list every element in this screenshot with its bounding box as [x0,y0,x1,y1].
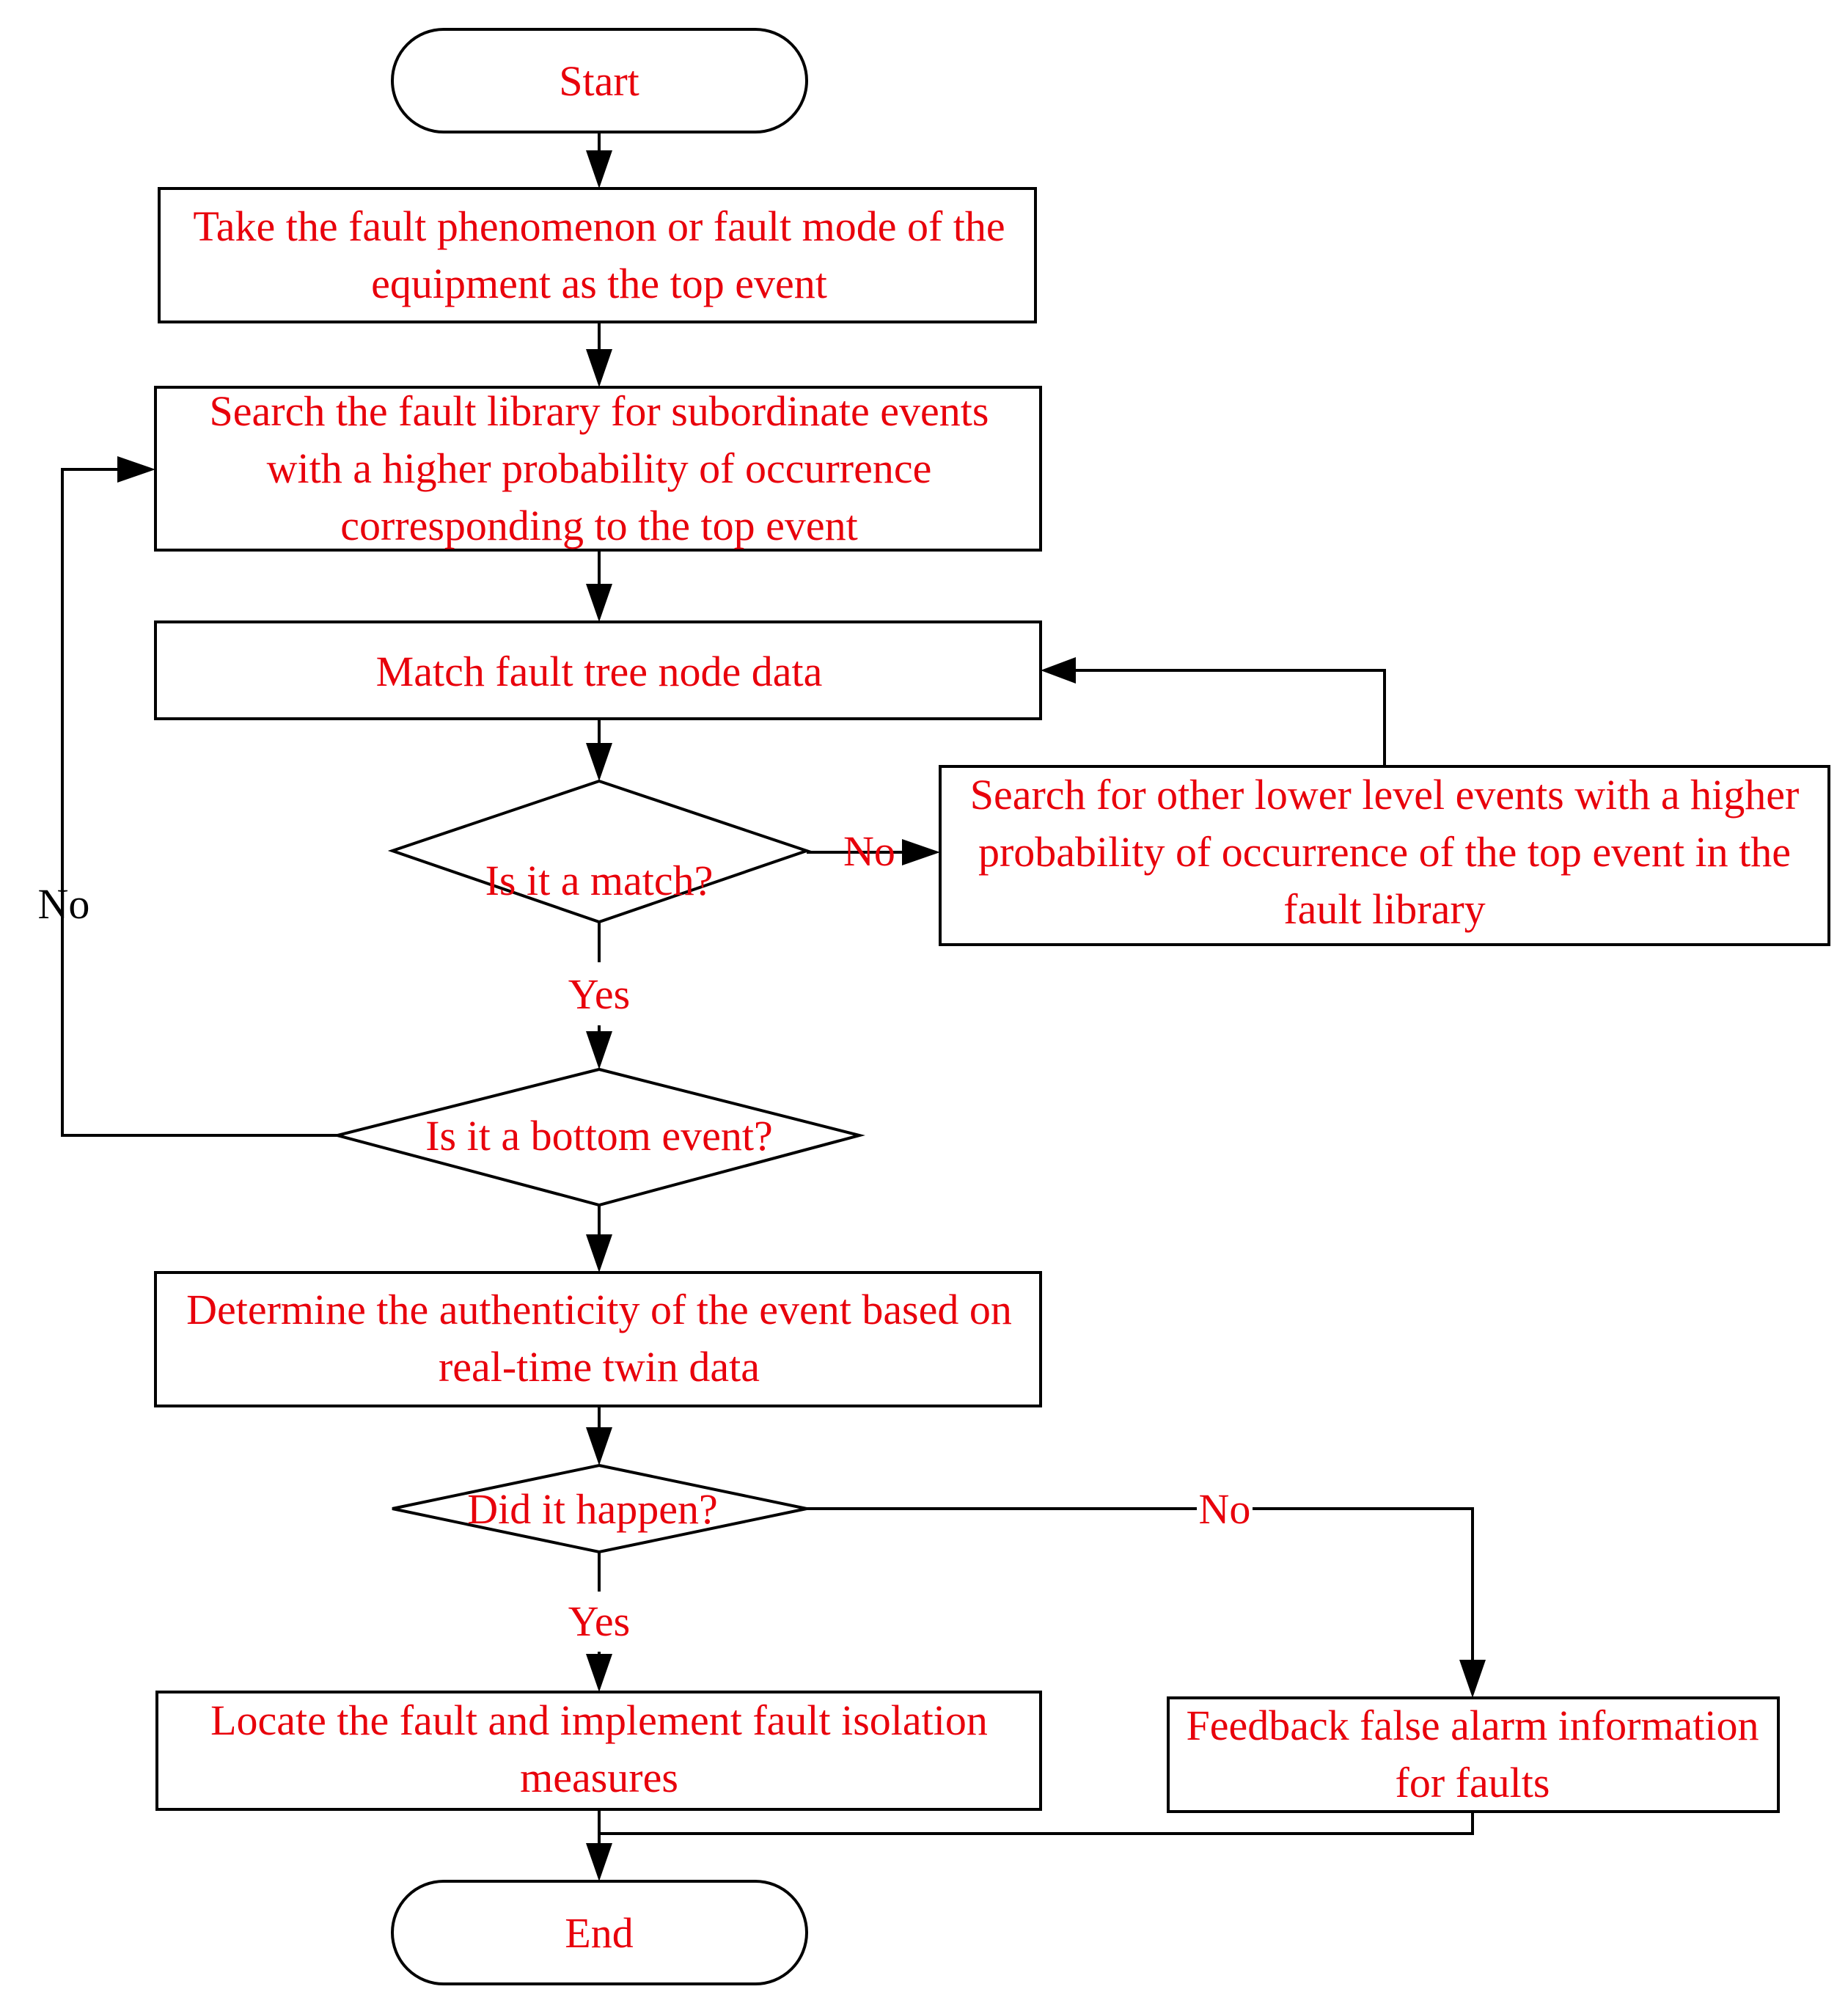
connector-match-yes-to-bottom [586,922,612,1069]
connector-top-to-search [586,322,612,387]
text-line: real-time twin data [439,1343,760,1391]
end-label: End [565,1909,633,1957]
end-terminal [391,1880,808,1985]
text-line: End [565,1909,633,1957]
text-line: corresponding to the top event [340,502,858,549]
text-line: Match fault tree node data [376,648,823,695]
text-line: Locate the fault and implement fault iso… [210,1696,988,1744]
text-line: Did it happen? [467,1485,717,1533]
connector-search-to-match [586,550,612,622]
connector-determine-to-happen [586,1406,612,1465]
bottom-no-label: No [38,880,90,928]
happen-no-label: No [1199,1485,1251,1533]
text-line: Start [559,57,639,105]
top-event-box [158,187,1037,323]
connector-search-other-loop [1041,657,1386,766]
connector-match-no-to-search-other [807,839,940,865]
text-line: Search the fault library for subordinate… [210,387,989,435]
text-line: for faults [1396,1759,1550,1806]
is-match-label: Is it a match? [485,857,714,904]
connector-bottom-to-determine [586,1205,612,1273]
search-other-label: Search for other lower level events with… [970,771,1800,933]
determine-box [154,1271,1042,1407]
match-yes-label: Yes [568,970,630,1018]
text-line: Search for other lower level events with… [970,771,1800,819]
feedback-label: Feedback false alarm information for faul… [1186,1702,1759,1806]
text-line: probability of occurrence of the top eve… [978,828,1791,876]
search-library-label: Search the fault library for subordinate… [210,387,989,549]
top-event-label: Take the fault phenomenon or fault mode … [193,202,1005,307]
text-line: Determine the authenticity of the event … [186,1286,1012,1333]
text-line: Take the fault phenomenon or fault mode … [193,202,1005,250]
happen-yes-label: Yes [568,1597,630,1645]
locate-box [155,1691,1042,1811]
text-line: Is it a bottom event? [425,1112,773,1160]
match-data-box [154,620,1042,720]
text-line: fault library [1283,885,1485,933]
connector-happen-no-to-feedback [807,1507,1486,1698]
is-bottom-label: Is it a bottom event? [425,1112,773,1160]
text-line: measures [520,1754,678,1801]
did-happen-label: Did it happen? [467,1485,717,1533]
search-library-box [154,386,1042,552]
connector-bottom-no-loop [61,456,337,1137]
connector-start-to-top [586,132,612,188]
locate-label: Locate the fault and implement fault iso… [210,1696,988,1801]
connector-happen-yes-to-locate [586,1552,612,1692]
feedback-box [1167,1696,1780,1813]
start-label: Start [559,57,639,105]
determine-label: Determine the authenticity of the event … [186,1286,1012,1391]
connector-match-to-decision [586,719,612,781]
match-data-label: Match fault tree node data [376,648,823,695]
connector-locate-feedback-to-end [586,1809,1474,1881]
text-line: equipment as the top event [371,260,827,307]
text-line: with a higher probability of occurrence [267,444,932,492]
match-no-label: No [843,827,895,875]
text-line: Is it a match? [485,857,714,904]
text-line: Feedback false alarm information [1186,1702,1759,1749]
